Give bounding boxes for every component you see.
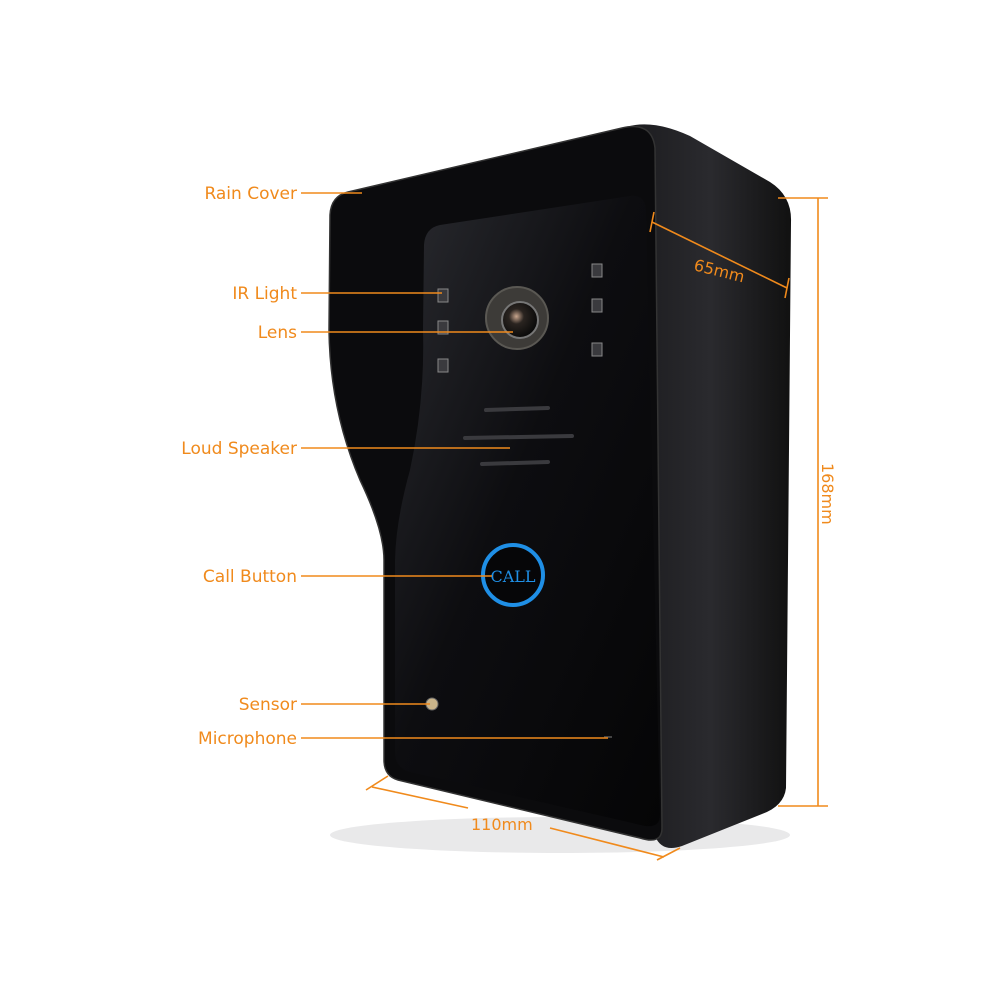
dimension-lines <box>365 197 828 861</box>
lens-icon <box>501 301 539 339</box>
ir-led <box>437 358 449 373</box>
callout-loud-speaker: Loud Speaker <box>181 439 297 459</box>
call-button[interactable] <box>481 543 545 607</box>
ir-led <box>591 298 603 313</box>
ir-led <box>591 342 603 357</box>
dimension-width: 110mm <box>471 815 533 834</box>
device-side <box>630 124 792 849</box>
callout-lens: Lens <box>258 323 297 343</box>
callout-rain-cover: Rain Cover <box>204 184 297 204</box>
callout-microphone: Microphone <box>198 729 297 749</box>
callout-lines <box>301 192 608 739</box>
ir-led-group <box>437 263 603 373</box>
speaker-grille <box>463 406 574 466</box>
call-button-text: CALL <box>490 567 535 586</box>
ir-led <box>437 320 449 335</box>
ir-led <box>591 263 603 278</box>
dimension-height: 168mm <box>818 463 837 525</box>
ir-led <box>437 288 449 303</box>
callout-ir-light: IR Light <box>232 284 297 304</box>
callout-sensor: Sensor <box>239 695 297 715</box>
callout-call-button: Call Button <box>203 567 297 587</box>
